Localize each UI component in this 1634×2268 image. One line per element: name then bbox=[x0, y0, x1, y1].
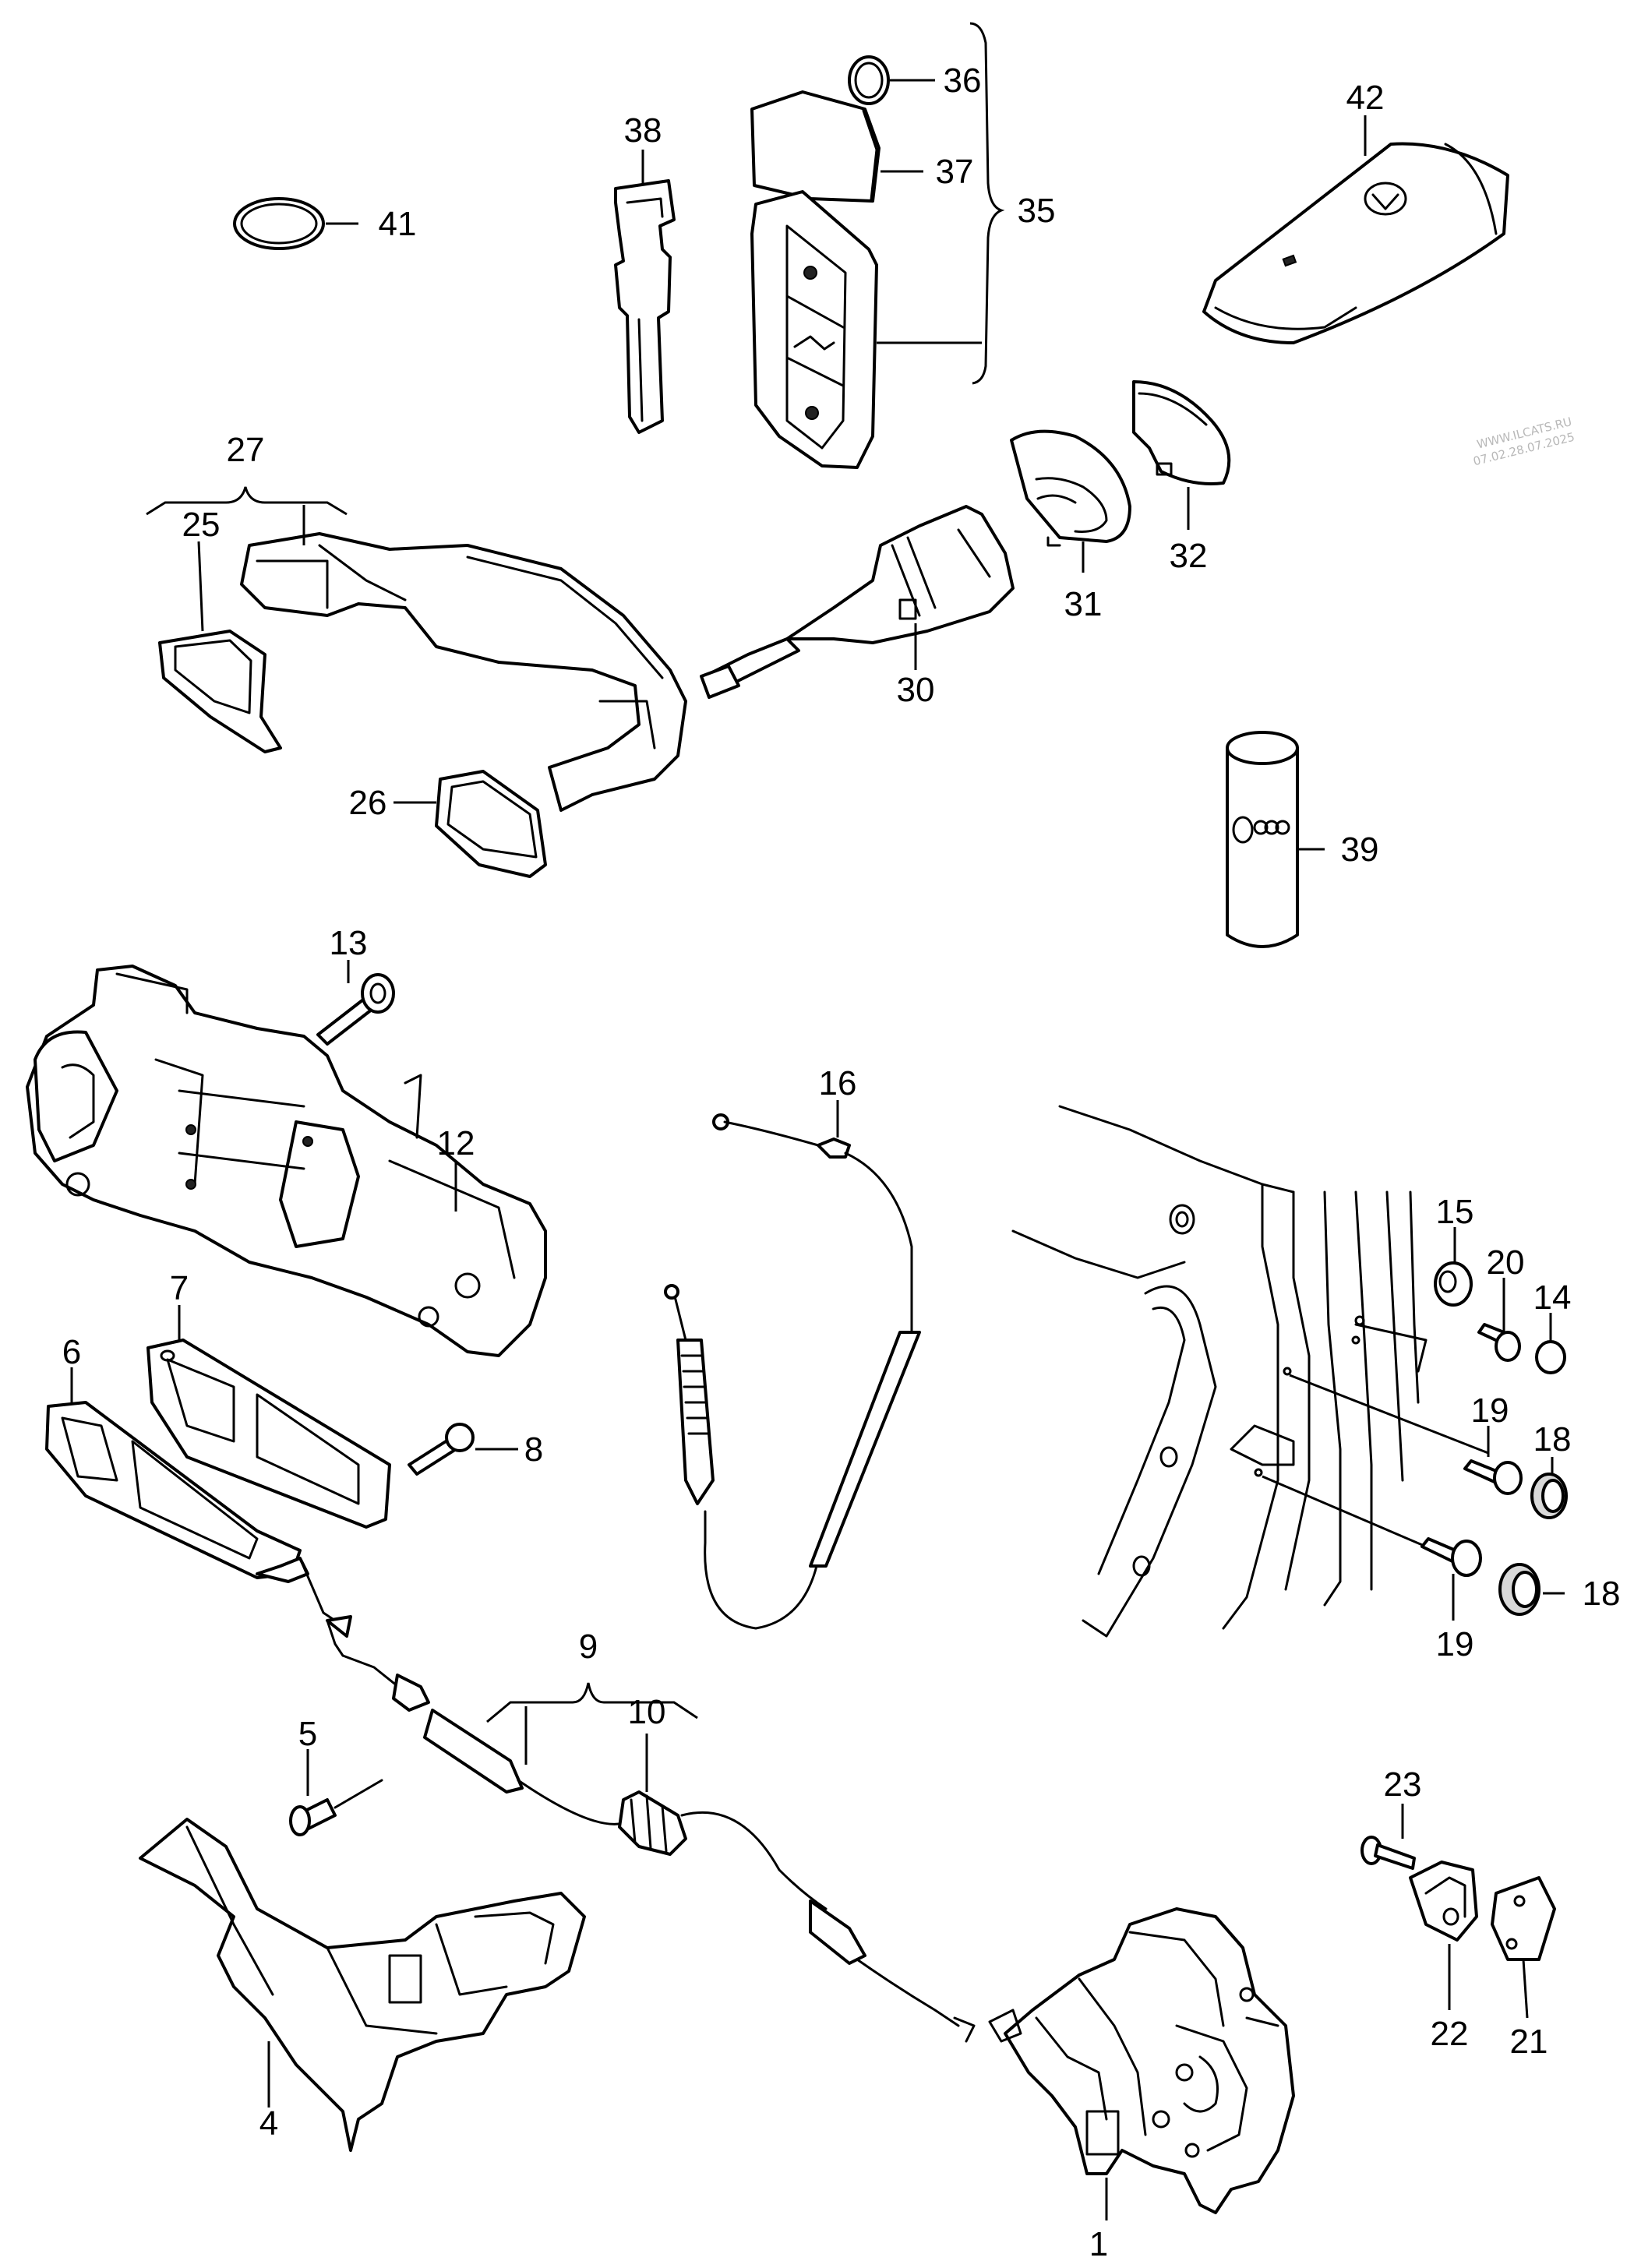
callout-22[interactable]: 22 bbox=[1431, 2015, 1469, 2053]
part-16-cable[interactable] bbox=[664, 1113, 921, 1630]
callout-labels: 1 4 5 6 7 8 9 10 12 13 14 15 16 18 18 19… bbox=[62, 62, 1621, 2263]
part-39-grease-tube[interactable] bbox=[1226, 731, 1299, 948]
part-32-cap[interactable] bbox=[1132, 380, 1231, 485]
part-35-remote-key[interactable] bbox=[750, 190, 878, 469]
callout-12[interactable]: 12 bbox=[437, 1124, 475, 1162]
callout-16[interactable]: 16 bbox=[819, 1064, 857, 1102]
callout-27[interactable]: 27 bbox=[227, 431, 265, 469]
part-25-gasket[interactable] bbox=[158, 630, 282, 753]
callout-9[interactable]: 9 bbox=[579, 1628, 598, 1666]
callout-26[interactable]: 26 bbox=[349, 784, 387, 822]
brace-27 bbox=[146, 486, 348, 516]
part-9-10-cable[interactable] bbox=[326, 1615, 976, 2043]
callout-20[interactable]: 20 bbox=[1487, 1243, 1525, 1282]
part-18-cap-lower[interactable] bbox=[1498, 1563, 1540, 1616]
part-37-key-cover[interactable] bbox=[750, 90, 881, 203]
callout-35[interactable]: 35 bbox=[1018, 192, 1056, 230]
part-42-key-fob[interactable] bbox=[1202, 142, 1509, 344]
leader-25 bbox=[197, 541, 204, 632]
part-38-key-blade[interactable] bbox=[614, 179, 676, 434]
callout-32[interactable]: 32 bbox=[1170, 537, 1208, 575]
callout-14[interactable]: 14 bbox=[1533, 1279, 1572, 1317]
callout-31[interactable]: 31 bbox=[1064, 585, 1103, 623]
part-14-plug[interactable] bbox=[1535, 1340, 1566, 1374]
callout-30[interactable]: 30 bbox=[897, 671, 935, 709]
door-body-panel bbox=[1011, 1105, 1428, 1638]
callout-37[interactable]: 37 bbox=[936, 153, 974, 191]
watermark: WWW.ILCATS.RU 07.02.28.07.2025 bbox=[1472, 414, 1576, 468]
part-4-bracket[interactable] bbox=[139, 1818, 586, 2152]
callout-23[interactable]: 23 bbox=[1384, 1765, 1422, 1804]
callout-1[interactable]: 1 bbox=[1089, 2225, 1108, 2263]
part-23-screw[interactable] bbox=[1360, 1836, 1416, 1870]
brace-9 bbox=[486, 1682, 698, 1723]
part-18-cap-upper[interactable] bbox=[1530, 1473, 1568, 1519]
callout-19-upper[interactable]: 19 bbox=[1471, 1391, 1509, 1430]
part-8-screw[interactable] bbox=[408, 1423, 475, 1476]
callout-42[interactable]: 42 bbox=[1346, 79, 1385, 117]
callout-39[interactable]: 39 bbox=[1341, 831, 1379, 869]
part-6-inner-handle[interactable] bbox=[45, 1401, 337, 1622]
part-30-lock-cylinder[interactable] bbox=[700, 505, 1015, 699]
part-7-seal[interactable] bbox=[146, 1339, 391, 1529]
callout-13[interactable]: 13 bbox=[330, 924, 368, 962]
part-41-o-ring[interactable] bbox=[233, 197, 325, 250]
part-13-screw[interactable] bbox=[316, 973, 395, 1046]
part-19-bolt-lower[interactable] bbox=[1420, 1537, 1482, 1577]
callout-15[interactable]: 15 bbox=[1436, 1193, 1474, 1231]
part-19-bolt-upper[interactable] bbox=[1463, 1459, 1523, 1495]
part-26-cap[interactable] bbox=[435, 770, 547, 878]
callout-10[interactable]: 10 bbox=[628, 1693, 666, 1731]
callout-21[interactable]: 21 bbox=[1510, 2023, 1548, 2061]
callout-7[interactable]: 7 bbox=[170, 1269, 189, 1307]
callout-38[interactable]: 38 bbox=[624, 111, 662, 150]
part-36-ring[interactable] bbox=[848, 55, 890, 105]
leader-21 bbox=[1522, 1959, 1529, 2019]
callout-5[interactable]: 5 bbox=[298, 1715, 317, 1753]
part-21-cover-plate[interactable] bbox=[1491, 1876, 1556, 1961]
part-1-door-lock[interactable] bbox=[988, 1907, 1295, 2214]
part-15-grommet[interactable] bbox=[1434, 1261, 1473, 1307]
callout-18-lower[interactable]: 18 bbox=[1583, 1575, 1621, 1613]
part-27-door-handle[interactable] bbox=[240, 532, 687, 812]
callout-19-lower[interactable]: 19 bbox=[1436, 1625, 1474, 1663]
callout-25[interactable]: 25 bbox=[182, 506, 221, 544]
callout-36[interactable]: 36 bbox=[944, 62, 982, 100]
part-31-bezel[interactable] bbox=[1010, 429, 1131, 547]
callout-8[interactable]: 8 bbox=[524, 1430, 543, 1469]
leader-lines-door bbox=[1262, 1374, 1489, 1560]
part-5-rivet[interactable] bbox=[289, 1779, 383, 1836]
callout-6[interactable]: 6 bbox=[62, 1333, 81, 1371]
callout-4[interactable]: 4 bbox=[259, 2104, 278, 2143]
part-22-striker[interactable] bbox=[1409, 1861, 1478, 1942]
callout-18-upper[interactable]: 18 bbox=[1533, 1420, 1572, 1459]
part-20-bolt[interactable] bbox=[1477, 1323, 1521, 1362]
part-12-handle-carrier[interactable] bbox=[26, 965, 547, 1357]
callout-41[interactable]: 41 bbox=[379, 205, 417, 243]
brace-35 bbox=[969, 22, 1005, 385]
